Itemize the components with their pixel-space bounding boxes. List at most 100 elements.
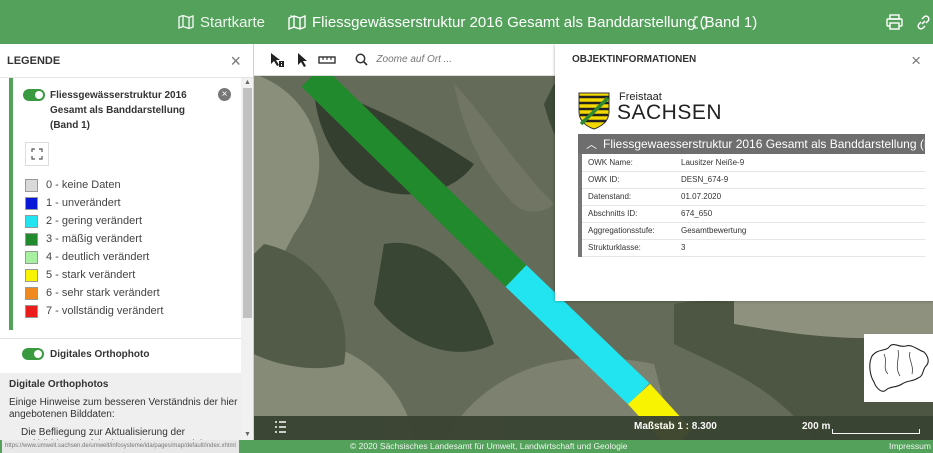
- attribute-row: OWK Name:Lausitzer Neiße-9: [578, 154, 925, 172]
- attribute-value: 674_650: [675, 205, 925, 223]
- legend-class-list: 0 - keine Daten 1 - unverändert 2 - gering…: [25, 176, 163, 320]
- map-title-text: Fliessgewässerstruktur 2016 Gesamt als B…: [312, 13, 758, 31]
- river-segment-green[interactable]: [301, 65, 527, 287]
- start-map-link[interactable]: Startkarte: [178, 0, 265, 44]
- legend-panel: LEGENDE × Fliessgewässerstruktur 2016 Ge…: [0, 44, 254, 440]
- maps-icon: [288, 14, 306, 30]
- search-input[interactable]: [376, 54, 556, 65]
- legend-swatch: [25, 304, 38, 318]
- legend-class-label: 5 - stark verändert: [46, 269, 136, 281]
- status-url: https://www.umwelt.sachsen.de/umwelt/inf…: [2, 440, 239, 453]
- scale-bar: [832, 429, 920, 434]
- attribute-value: 3: [675, 239, 925, 257]
- attribute-key: OWK ID:: [578, 171, 675, 189]
- legend-class-label: 0 - keine Daten: [46, 179, 121, 191]
- info-tool-icon[interactable]: [264, 44, 289, 76]
- layer-visibility-toggle[interactable]: [22, 348, 44, 360]
- legend-class-item: 5 - stark verändert: [25, 266, 163, 284]
- map-title: Fliessgewässerstruktur 2016 Gesamt als B…: [288, 0, 757, 44]
- legend-scroll-area: Fliessgewässerstruktur 2016 Gesamt als B…: [0, 78, 253, 440]
- legend-swatch: [25, 250, 38, 264]
- footer-bar: https://www.umwelt.sachsen.de/umwelt/inf…: [0, 440, 933, 453]
- legend-class-item: 0 - keine Daten: [25, 176, 163, 194]
- map-status-bar: Maßstab 1 : 8.300 200 m: [254, 416, 933, 440]
- chevron-up-icon: ︿: [586, 139, 597, 151]
- attribute-key: Abschnitts ID:: [578, 205, 675, 223]
- search-icon[interactable]: [355, 53, 368, 66]
- attribute-row: Datenstand:01.07.2020: [578, 188, 925, 206]
- object-info-popup: OBJEKTINFORMATIONEN × Freistaat SACHSEN …: [555, 44, 933, 301]
- popup-title: OBJEKTINFORMATIONEN: [572, 54, 697, 65]
- legend-scrollbar[interactable]: ▲ ▼: [241, 78, 253, 440]
- legend-header: LEGENDE ×: [0, 44, 253, 78]
- fullscreen-icon[interactable]: [694, 0, 713, 44]
- description-text: Einige Hinweise zum besseren Verständnis…: [9, 397, 238, 420]
- layer-name: Fliessgewässerstruktur 2016 Gesamt als B…: [50, 90, 187, 131]
- sachsen-logo: Freistaat SACHSEN: [578, 91, 722, 131]
- scroll-down-icon[interactable]: ▼: [244, 431, 251, 438]
- legend-class-label: 2 - gering verändert: [46, 215, 142, 227]
- attribute-row: Aggregationsstufe:Gesamtbewertung: [578, 222, 925, 240]
- layer-header: Fliessgewässerstruktur 2016 Gesamt als B…: [23, 88, 235, 133]
- layer-description: Digitale Orthophotos Einige Hinweise zum…: [0, 373, 241, 440]
- top-bar: Startkarte Fliessgewässerstruktur 2016 G…: [0, 0, 933, 44]
- attribute-row: Strukturklasse:3: [578, 239, 925, 257]
- legend-class-label: 1 - unverändert: [46, 197, 121, 209]
- legend-layer-fliessgewaesser: Fliessgewässerstruktur 2016 Gesamt als B…: [9, 78, 241, 330]
- logo-freistaat: Freistaat: [619, 91, 662, 103]
- river-segment-cyan[interactable]: [505, 265, 650, 405]
- overview-map[interactable]: [864, 334, 933, 402]
- legend-class-item: 3 - mäßig verändert: [25, 230, 163, 248]
- scale-distance: 200 m: [802, 421, 831, 432]
- saxony-outline-icon: [869, 344, 929, 392]
- attribute-value: Gesamtbewertung: [675, 222, 925, 240]
- scrollbar-thumb[interactable]: [243, 88, 252, 318]
- legend-class-item: 4 - deutlich verändert: [25, 248, 163, 266]
- impressum-link[interactable]: Impressum: [888, 441, 931, 451]
- layer-fullscreen-icon[interactable]: [25, 142, 49, 166]
- legend-swatch: [25, 214, 38, 228]
- attribute-row: OWK ID:DESN_674-9: [578, 171, 925, 189]
- print-icon[interactable]: [886, 0, 909, 44]
- legend-class-item: 7 - vollständig verändert: [25, 302, 163, 320]
- attribute-key: OWK Name:: [578, 154, 675, 172]
- attribute-key: Aggregationsstufe:: [578, 222, 675, 240]
- object-layer-header[interactable]: ︿Fliessgewaesserstruktur 2016 Gesamt als…: [578, 134, 925, 154]
- map-toolbar: [254, 44, 556, 76]
- map-view[interactable]: OBJEKTINFORMATIONEN × Freistaat SACHSEN …: [254, 44, 933, 440]
- measure-ruler-icon[interactable]: [314, 44, 339, 76]
- legend-class-label: 6 - sehr stark verändert: [46, 287, 160, 299]
- description-bullet: Die Befliegung zur Aktualisierung der Lu…: [21, 427, 241, 440]
- start-map-label: Startkarte: [200, 13, 266, 31]
- legend-class-label: 7 - vollständig verändert: [46, 305, 164, 317]
- attribute-key: Datenstand:: [578, 188, 675, 206]
- legend-swatch: [25, 286, 38, 300]
- sachsen-coat-of-arms-icon: [578, 92, 610, 130]
- legend-swatch: [25, 268, 38, 282]
- attribute-value: DESN_674-9: [675, 171, 925, 189]
- layer-header: Digitales Orthophoto: [22, 348, 149, 360]
- remove-layer-icon[interactable]: ×: [218, 88, 231, 101]
- share-link-icon[interactable]: [916, 0, 933, 44]
- layer-visibility-toggle[interactable]: [23, 89, 45, 101]
- copyright-text: © 2020 Sächsisches Landesamt für Umwelt,…: [350, 441, 628, 451]
- attribute-key: Strukturklasse:: [578, 239, 675, 257]
- legend-class-item: 6 - sehr stark verändert: [25, 284, 163, 302]
- logo-sachsen: SACHSEN: [617, 101, 723, 124]
- map-icon: [178, 15, 194, 29]
- legend-class-label: 3 - mäßig verändert: [46, 233, 142, 245]
- legend-title: LEGENDE: [7, 54, 61, 67]
- attribute-value: 01.07.2020: [675, 188, 925, 206]
- select-pointer-icon[interactable]: [289, 44, 314, 76]
- legend-swatch: [25, 196, 38, 210]
- scroll-up-icon[interactable]: ▲: [244, 79, 251, 86]
- description-list: Die Befliegung zur Aktualisierung der Lu…: [9, 427, 241, 440]
- legend-swatch: [25, 232, 38, 246]
- legend-close-icon[interactable]: ×: [230, 50, 241, 71]
- popup-close-icon[interactable]: ×: [911, 51, 921, 70]
- legend-swatch: [25, 178, 38, 192]
- attribute-value: Lausitzer Neiße-9: [675, 154, 925, 172]
- legend-class-item: 2 - gering verändert: [25, 212, 163, 230]
- layer-list-icon[interactable]: [274, 420, 287, 439]
